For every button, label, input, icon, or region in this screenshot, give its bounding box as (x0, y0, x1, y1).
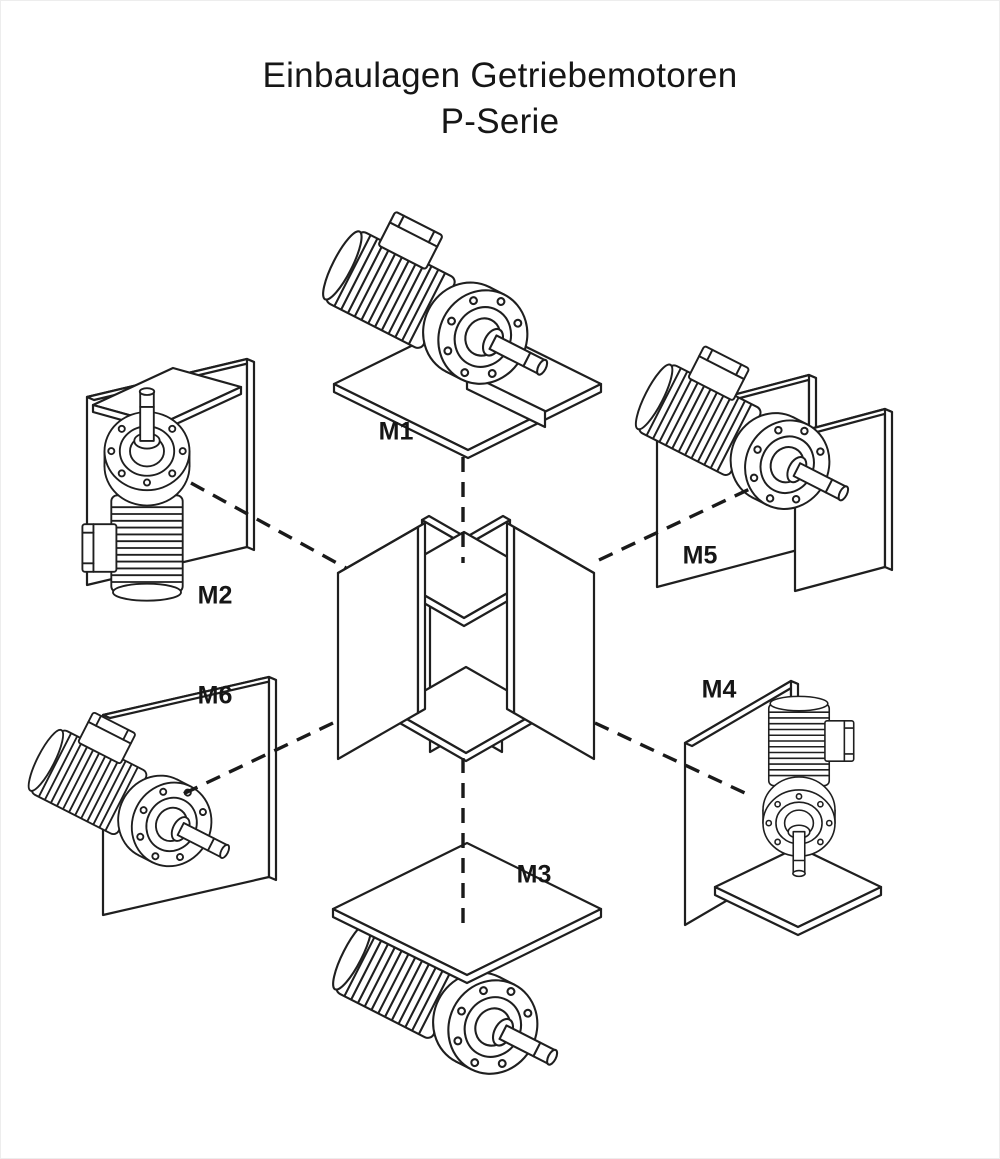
dashed-line-m4 (594, 721, 748, 796)
mounting-plate-m3-thickness (331, 907, 603, 985)
diagram-title-line2: P-Serie (440, 102, 560, 142)
position-indicator-lines (182, 457, 755, 929)
position-label-m1: M1 (378, 417, 414, 446)
diagram-title: Einbaulagen Getriebemotoren P-Serie (1, 53, 999, 145)
position-label-m5: M5 (682, 541, 718, 570)
gearmotor-m3-illustration (321, 841, 603, 1103)
gearmotor-m1-illustration (311, 195, 603, 460)
position-label-m2: M2 (197, 581, 233, 610)
flange-wall-m5-side-edge (883, 407, 894, 572)
base-plate-m4-thickness (713, 885, 883, 937)
mounting-wall-m6-side-edge (267, 675, 278, 882)
support-bracket-m1 (465, 371, 547, 429)
cube-wall-front-left-side-edge (416, 521, 427, 715)
position-label-m6: M6 (197, 681, 233, 710)
dashed-line-m6 (182, 721, 334, 796)
gearmotor-m6-illustration (18, 675, 278, 917)
position-label-m3: M3 (516, 860, 552, 889)
position-label-m4: M4 (701, 675, 737, 704)
gearmotor-m5-illustration (624, 330, 894, 593)
mounting-wall-m2-side-edge (245, 357, 256, 552)
dashed-line-m2 (190, 481, 347, 570)
dashed-line-m5 (598, 485, 755, 562)
center-cube-structure (336, 514, 596, 763)
gearmotor-m4-illustration (683, 679, 883, 937)
diagram-title-line1: Einbaulagen Getriebemotoren (262, 56, 738, 95)
gearmotor-m4 (762, 695, 855, 878)
gearmotor-m2-illustration (81, 357, 256, 602)
mounting-plate-m1-thickness (332, 382, 603, 460)
cube-wall-front-right-side-edge (505, 521, 516, 715)
